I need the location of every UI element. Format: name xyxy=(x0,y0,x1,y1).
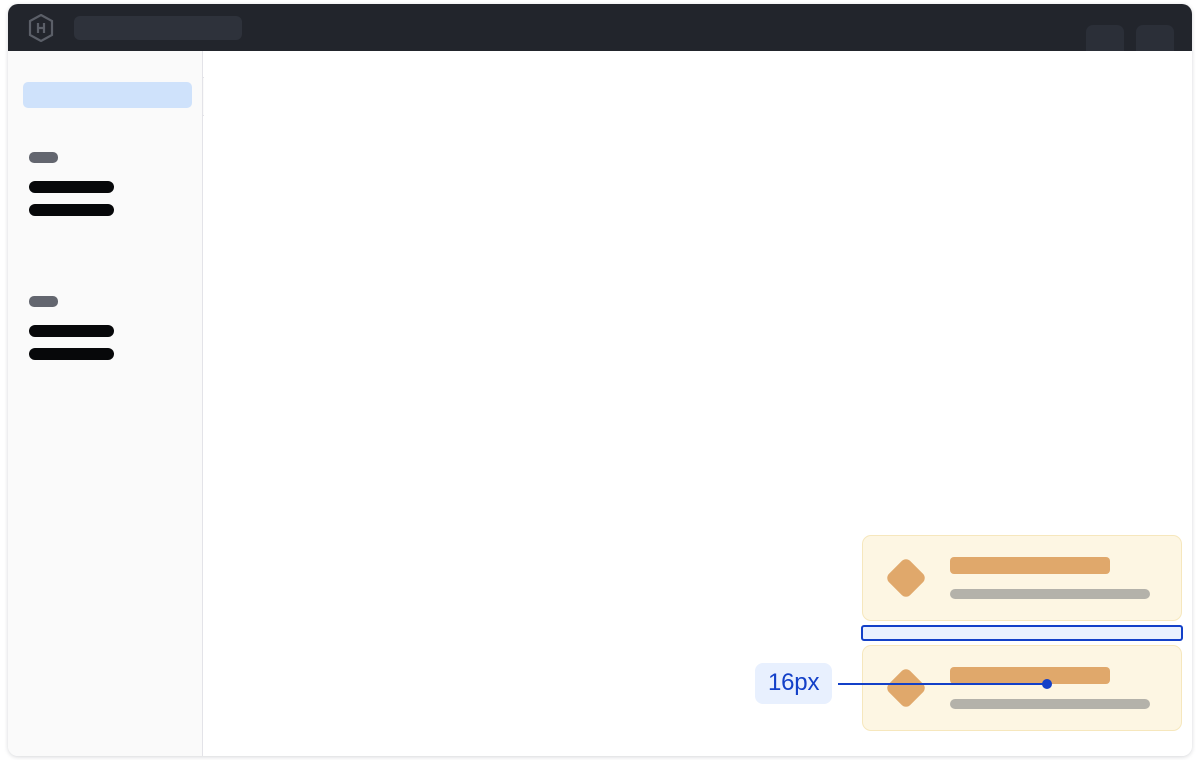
sidebar-item-1-1[interactable] xyxy=(29,181,114,193)
card-item[interactable] xyxy=(862,535,1182,621)
card-list xyxy=(861,535,1183,731)
card-title xyxy=(950,557,1110,574)
card-title xyxy=(950,667,1110,684)
sidebar-group-2-label xyxy=(29,296,58,307)
measurement-endpoint-dot xyxy=(1042,678,1053,689)
sidebar-item-2-2[interactable] xyxy=(29,348,114,360)
card-text-block xyxy=(950,667,1150,709)
sidebar-item-active[interactable] xyxy=(23,82,192,108)
card-text-block xyxy=(950,557,1150,599)
spacing-highlight-box xyxy=(861,625,1183,641)
sidebar-item-2-1[interactable] xyxy=(29,325,114,337)
measurement-leader-line xyxy=(838,682,1044,685)
app-header xyxy=(8,4,1192,51)
card-subtitle xyxy=(950,589,1150,599)
app-window: 16px xyxy=(8,4,1192,756)
spacing-measurement-annotation: 16px xyxy=(755,663,1053,704)
header-chip-1[interactable] xyxy=(1086,25,1124,51)
diamond-icon xyxy=(884,556,928,600)
sidebar-item-1-2[interactable] xyxy=(29,204,114,216)
sidebar-group-1-label xyxy=(29,152,58,163)
measurement-value-label: 16px xyxy=(755,663,833,704)
header-chip-2[interactable] xyxy=(1136,25,1174,51)
header-actions xyxy=(1086,4,1174,51)
main-canvas: 16px xyxy=(204,51,1192,756)
sidebar-group-2 xyxy=(29,296,114,360)
card-subtitle xyxy=(950,699,1150,709)
sidebar xyxy=(8,51,203,756)
sidebar-group-1 xyxy=(29,152,114,216)
card-item[interactable] xyxy=(862,645,1182,731)
search-input[interactable] xyxy=(74,15,242,40)
hashicorp-hexagon-logo-icon[interactable] xyxy=(28,13,54,42)
